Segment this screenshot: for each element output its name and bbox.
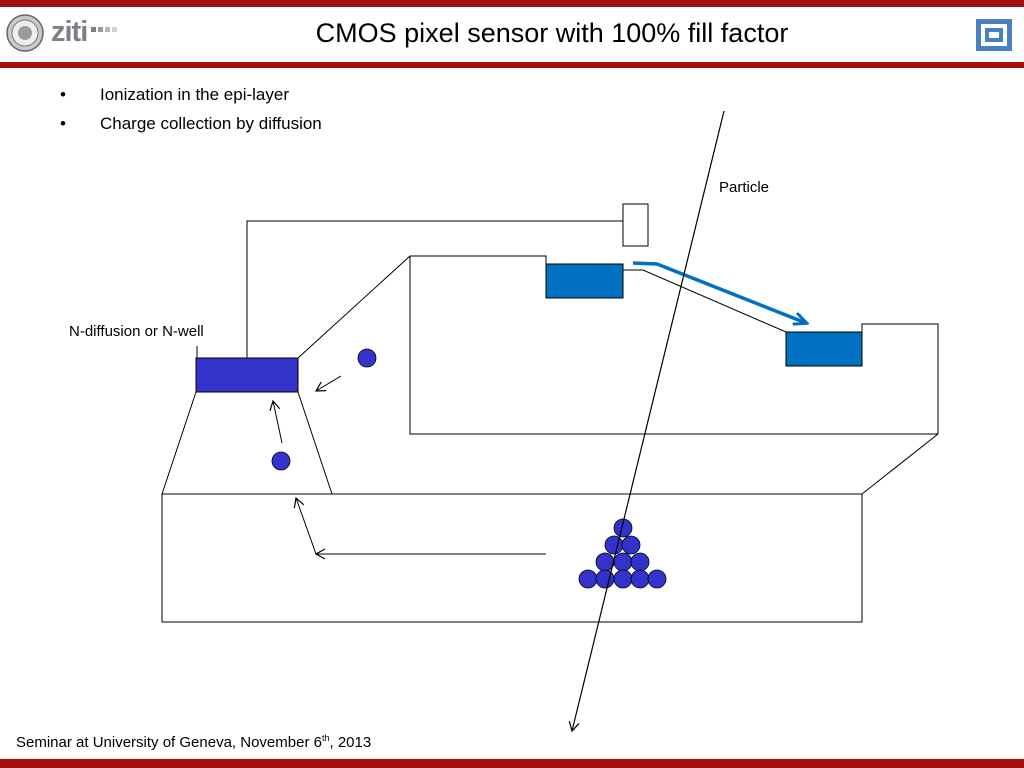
charge-carrier: [604, 535, 624, 555]
ziti-logo: ziti: [51, 16, 88, 48]
bullet-text: Ionization in the epi-layer: [100, 85, 290, 104]
institute-logo-icon: [976, 19, 1012, 51]
readout-wire: [246, 220, 623, 358]
n-well-1: [545, 263, 624, 299]
footer-sup: th: [321, 733, 330, 743]
particle-label: Particle: [719, 179, 769, 196]
blue-arrow: [632, 261, 806, 323]
diffusion-arrow: [314, 375, 342, 392]
bullet-list: • Ionization in the epi-layer • Charge c…: [60, 85, 322, 143]
charge-carrier: [613, 552, 633, 572]
substrate-layer: [161, 493, 863, 623]
footer-text: Seminar at University of Geneva, Novembe…: [16, 733, 371, 751]
readout-box: [622, 203, 649, 247]
charge-carrier: [647, 569, 667, 589]
n-well-2: [785, 331, 863, 367]
footer-main: Seminar at University of Geneva, Novembe…: [16, 734, 322, 751]
charge-carrier: [630, 552, 650, 572]
bullet-item: • Charge collection by diffusion: [60, 114, 322, 143]
university-seal-icon: [6, 14, 44, 52]
charge-cluster: [578, 518, 667, 589]
charge-carrier: [621, 535, 641, 555]
charge-carrier: [271, 451, 291, 471]
diffusion-arrow: [293, 496, 317, 555]
footer-suffix: , 2013: [329, 734, 372, 751]
top-bar: [0, 0, 1024, 7]
n-diffusion-label: N-diffusion or N-well: [69, 323, 204, 340]
charge-carrier: [613, 518, 633, 538]
charge-carrier: [613, 569, 633, 589]
n-diffusion: [195, 357, 299, 393]
particle-track: [568, 110, 725, 733]
bullet-text: Charge collection by diffusion: [100, 114, 322, 133]
charge-carrier: [630, 569, 650, 589]
logo-dots-icon: [91, 27, 117, 32]
bullet-marker: •: [60, 85, 66, 104]
slide-title: CMOS pixel sensor with 100% fill factor: [315, 18, 789, 48]
charge-carrier: [578, 569, 598, 589]
charge-carrier: [357, 348, 377, 368]
header-rule: [0, 62, 1024, 68]
bullet-item: • Ionization in the epi-layer: [60, 85, 322, 114]
bullet-marker: •: [60, 114, 66, 133]
bottom-bar: [0, 759, 1024, 768]
diffusion-arrow: [269, 399, 283, 444]
